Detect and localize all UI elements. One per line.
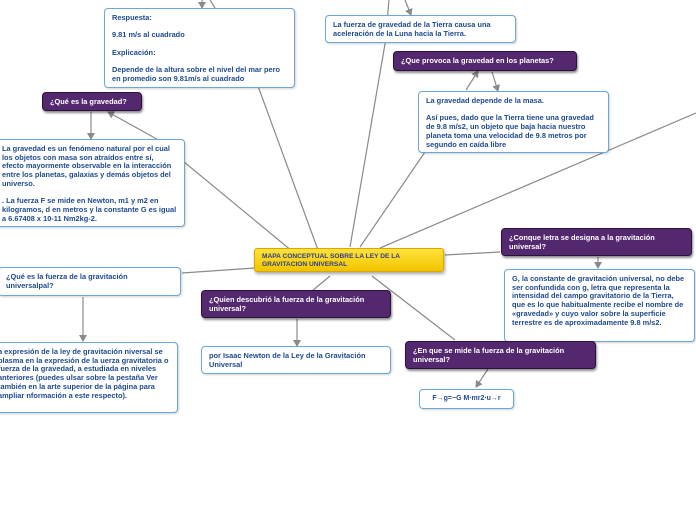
que-provoca-gravedad-node[interactable]: ¿Que provoca la gravedad en los planetas… (393, 51, 577, 71)
connector (349, 43, 386, 248)
g-constante-node[interactable]: G, la constante de gravitación universal… (504, 269, 695, 342)
gravedad-fenomeno-node[interactable]: La gravedad es un fenómeno natural por e… (0, 139, 185, 227)
connector (379, 112, 696, 249)
fuerza-tierra-luna-node[interactable]: La fuerza de gravedad de la Tierra causa… (325, 15, 516, 43)
connector (404, 0, 413, 16)
expresion-ley-node[interactable]: a expresión de la ley de gravitación niv… (0, 342, 178, 413)
connector (107, 111, 156, 139)
connector (257, 85, 319, 251)
connector (209, 0, 216, 9)
connector (311, 275, 331, 292)
respuesta-node[interactable]: Respuesta: 9.81 m/s al cuadrado Explicac… (104, 8, 295, 88)
en-que-se-mide-node[interactable]: ¿En que se mide la fuerza de la gravitac… (405, 341, 596, 369)
formula-node[interactable]: F→g=−G M⋅mr2⋅u→r (419, 389, 514, 409)
connector (475, 368, 489, 388)
que-es-gravedad-node[interactable]: ¿Qué es la gravedad? (42, 92, 142, 111)
connector (444, 251, 501, 256)
connector (371, 275, 456, 341)
que-es-fuerza-gravitacion-node[interactable]: ¿Qué es la fuerza de la gravitación univ… (0, 267, 181, 296)
central-topic[interactable]: MAPA CONCEPTUAL SOBRE LA LEY DE LA GRAVI… (254, 248, 444, 272)
gravedad-depende-masa-node[interactable]: La gravedad depende de la masa. Así pues… (418, 91, 609, 153)
connector (465, 70, 479, 91)
conque-letra-node[interactable]: ¿Conque letra se designa a la gravitació… (501, 228, 692, 256)
quien-descubrio-node[interactable]: ¿Quien descubrió la fuerza de la gravita… (201, 290, 391, 318)
connector (181, 267, 256, 274)
connector (359, 151, 426, 248)
connector (491, 71, 501, 92)
isaac-newton-node[interactable]: por Isaac Newton de la Ley de la Gravita… (201, 346, 391, 374)
